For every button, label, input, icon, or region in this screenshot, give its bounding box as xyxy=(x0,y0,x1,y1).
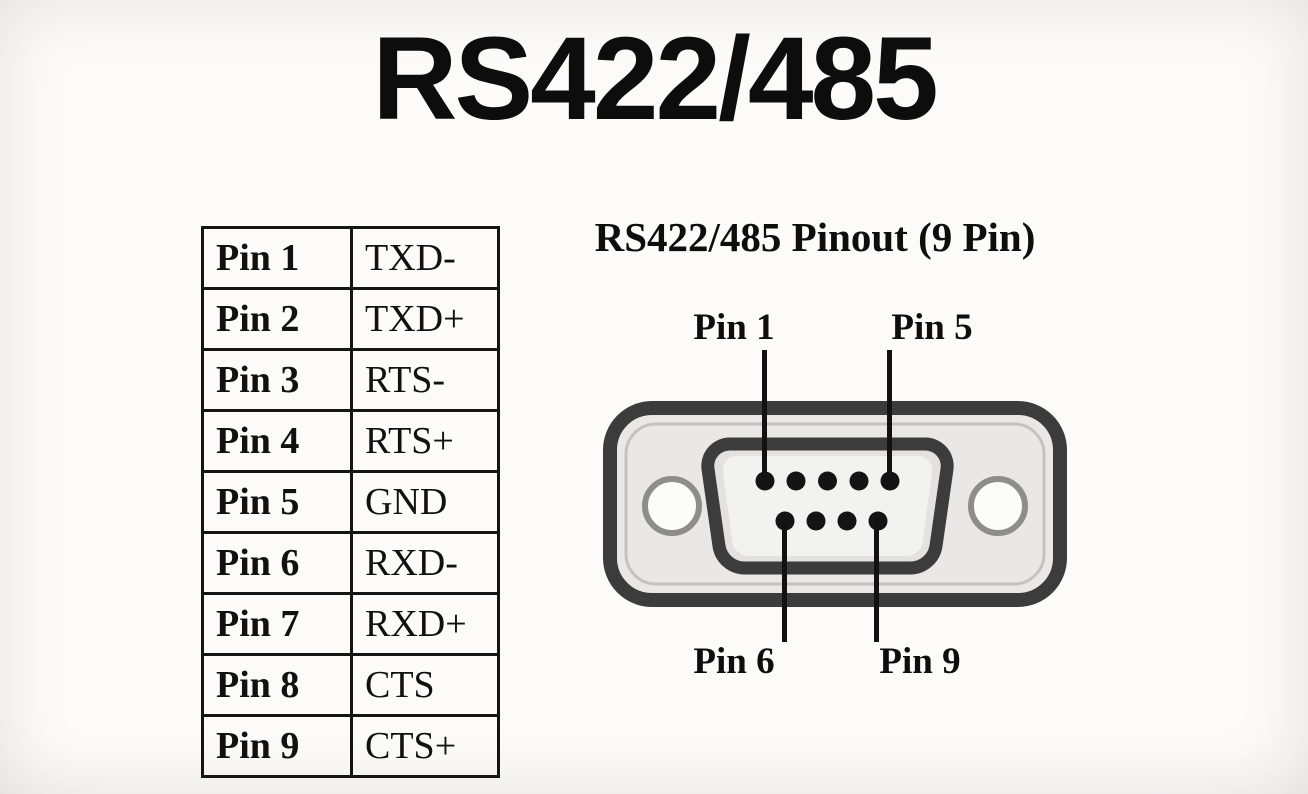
pin-hole-8 xyxy=(837,511,857,531)
signal-cell: RXD- xyxy=(350,531,500,595)
signal-cell: RXD+ xyxy=(350,592,500,656)
signal-cell: GND xyxy=(350,470,500,534)
pin1-leader-line xyxy=(762,350,767,484)
signal-cell: TXD- xyxy=(350,226,500,290)
pin-hole-4 xyxy=(849,471,869,491)
pin-signal-table: Pin 1 TXD- Pin 2 TXD+ Pin 3 RTS- Pin 4 R… xyxy=(201,226,500,778)
pin-cell: Pin 8 xyxy=(201,653,353,717)
table-row: Pin 3 RTS- xyxy=(201,348,500,412)
table-row: Pin 2 TXD+ xyxy=(201,287,500,351)
pin1-callout-label: Pin 1 xyxy=(693,307,775,348)
mounting-hole-left-icon xyxy=(642,476,702,536)
table-row: Pin 9 CTS+ xyxy=(201,714,500,778)
table-row: Pin 1 TXD- xyxy=(201,226,500,290)
table-row: Pin 6 RXD- xyxy=(201,531,500,595)
pin-hole-7 xyxy=(806,511,826,531)
pin5-callout-label: Pin 5 xyxy=(891,307,973,348)
signal-cell: CTS xyxy=(350,653,500,717)
pin-cell: Pin 3 xyxy=(201,348,353,412)
mounting-hole-right-icon xyxy=(968,476,1028,536)
pin-hole-2 xyxy=(786,471,806,491)
pin6-callout-label: Pin 6 xyxy=(693,641,775,682)
connector-inner-edge xyxy=(624,422,1046,586)
table-row: Pin 4 RTS+ xyxy=(201,409,500,473)
pinout-heading: RS422/485 Pinout (9 Pin) xyxy=(594,214,1036,260)
pin-cell: Pin 5 xyxy=(201,470,353,534)
table-row: Pin 8 CTS xyxy=(201,653,500,717)
pin-cell: Pin 4 xyxy=(201,409,353,473)
db9-connector-drawing xyxy=(603,401,1067,607)
pin9-callout-label: Pin 9 xyxy=(879,641,961,682)
pin-cell: Pin 6 xyxy=(201,531,353,595)
table-row: Pin 5 GND xyxy=(201,470,500,534)
pin-cell: Pin 9 xyxy=(201,714,353,778)
pin-cell: Pin 1 xyxy=(201,226,353,290)
pin-hole-3 xyxy=(818,471,837,491)
pin-cell: Pin 7 xyxy=(201,592,353,656)
signal-cell: RTS- xyxy=(350,348,500,412)
pin9-leader-line xyxy=(874,518,879,642)
signal-cell: RTS+ xyxy=(350,409,500,473)
pin-cell: Pin 2 xyxy=(201,287,353,351)
signal-cell: TXD+ xyxy=(350,287,500,351)
pin6-leader-line xyxy=(782,518,787,642)
signal-cell: CTS+ xyxy=(350,714,500,778)
table-row: Pin 7 RXD+ xyxy=(201,592,500,656)
d-shell-highlight xyxy=(722,455,933,556)
page-title: RS422/485 xyxy=(372,13,938,145)
pin5-leader-line xyxy=(887,350,892,484)
